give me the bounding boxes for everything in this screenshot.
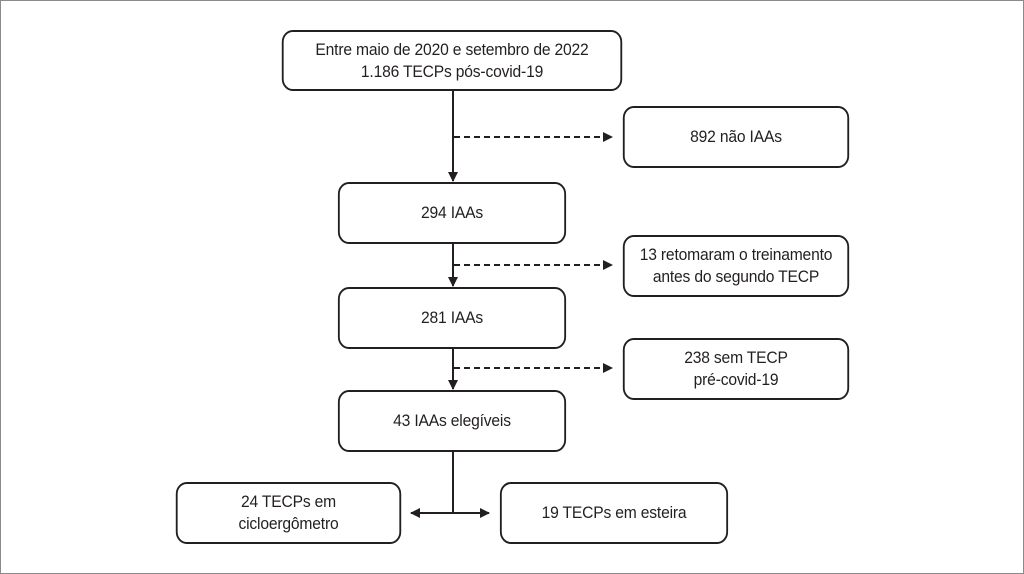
node-start-line-2: 1.186 TECPs pós-covid-19 xyxy=(360,61,544,81)
node-excluded-13-line-2: antes do segundo TECP xyxy=(652,267,820,286)
node-excluded-13-line-1: 13 retomaram o treinamento xyxy=(639,245,833,264)
node-cycle-ergometer: 24 TECPs em cicloergômetro xyxy=(175,482,402,544)
node-excluded-238-line-2: pré-covid-19 xyxy=(693,370,779,389)
node-excluded-13: 13 retomaram o treinamento antes do segu… xyxy=(622,235,850,297)
node-cycle-line-2: cicloergômetro xyxy=(238,514,339,533)
node-excluded-892-line-1: 892 não IAAs xyxy=(690,127,782,146)
node-281: 281 IAAs xyxy=(337,287,567,349)
node-excluded-892: 892 não IAAs xyxy=(622,106,850,168)
node-eligible: 43 IAAs elegíveis xyxy=(337,390,567,452)
node-cycle-line-1: 24 TECPs em xyxy=(240,492,337,511)
node-start: Entre maio de 2020 e setembro de 2022 1.… xyxy=(281,30,623,91)
node-treadmill: 19 TECPs em esteira xyxy=(499,482,729,544)
node-excluded-238-line-1: 238 sem TECP xyxy=(684,348,788,367)
node-start-line-1: Entre maio de 2020 e setembro de 2022 xyxy=(315,39,589,59)
node-treadmill-line-1: 19 TECPs em esteira xyxy=(541,503,687,522)
node-281-line-1: 281 IAAs xyxy=(420,308,483,327)
node-eligible-line-1: 43 IAAs elegíveis xyxy=(393,411,511,430)
node-excluded-238: 238 sem TECP pré-covid-19 xyxy=(622,338,850,400)
node-294-line-1: 294 IAAs xyxy=(420,203,483,222)
node-294: 294 IAAs xyxy=(337,182,567,244)
